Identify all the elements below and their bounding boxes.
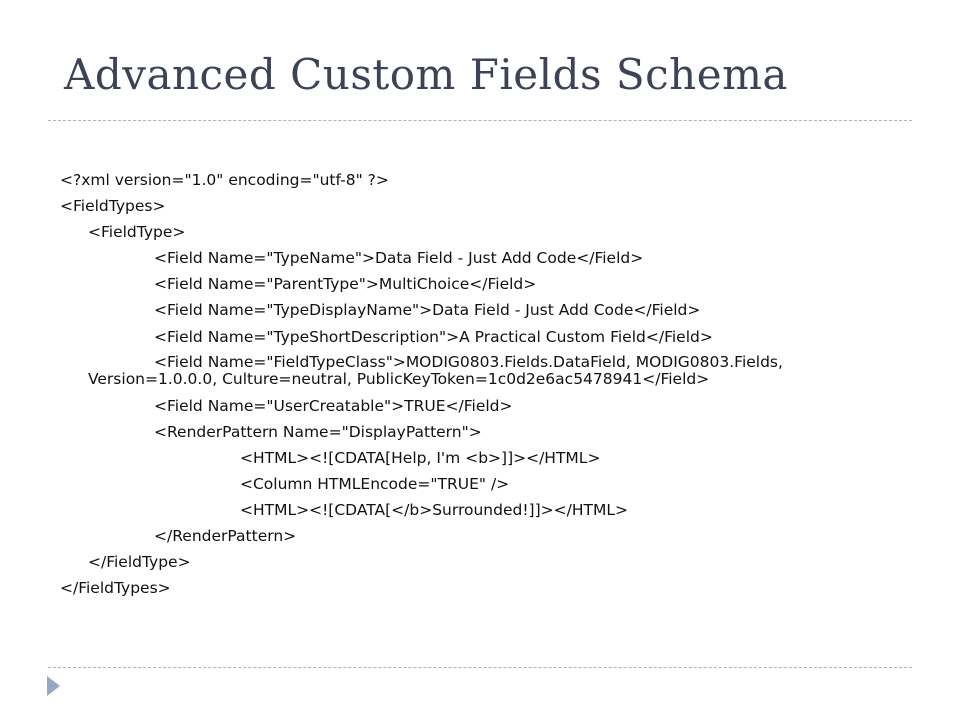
- code-line: <RenderPattern Name="DisplayPattern">: [60, 419, 910, 445]
- field-close-tag: </Field>: [645, 327, 713, 346]
- code-line: <Field Name="TypeDisplayName">Data Field…: [60, 297, 910, 323]
- field-value: Data Field - Just Add Code: [374, 249, 577, 268]
- code-line: <Field Name="UserCreatable">TRUE</Field>: [60, 393, 910, 419]
- field-close-tag: </Field>: [445, 396, 513, 415]
- code-text: </FieldType>: [88, 553, 191, 572]
- field-close-tag: </Field>: [469, 275, 537, 294]
- xml-code-block: <?xml version="1.0" encoding="utf-8" ?> <…: [60, 167, 910, 602]
- field-open-tag: <Field Name="TypeName">: [154, 249, 375, 268]
- code-text: <HTML><![CDATA[</b>Surrounded!]]></HTML>: [240, 501, 628, 520]
- code-line: <Field Name="TypeName">Data Field - Just…: [60, 245, 910, 271]
- code-text: <RenderPattern Name="DisplayPattern">: [154, 422, 482, 441]
- code-text: <FieldType>: [88, 223, 186, 242]
- code-line: </FieldTypes>: [60, 575, 910, 601]
- field-value: MODIG0803.Fields.DataField, MODIG0803.Fi…: [88, 353, 783, 389]
- code-text: <?xml version="1.0" encoding="utf-8" ?>: [60, 171, 389, 189]
- field-close-tag: </Field>: [642, 370, 710, 389]
- code-line: </RenderPattern>: [60, 523, 910, 549]
- triangle-right-icon[interactable]: [47, 676, 60, 696]
- field-close-tag: </Field>: [576, 249, 644, 268]
- field-value: Data Field - Just Add Code: [432, 301, 634, 320]
- code-line: <Field Name="FieldTypeClass">MODIG0803.F…: [60, 350, 910, 393]
- field-open-tag: <Field Name="TypeShortDescription">: [154, 327, 460, 346]
- code-line: <Field Name="ParentType">MultiChoice</Fi…: [60, 271, 910, 297]
- top-divider: [48, 120, 912, 121]
- field-open-tag: <Field Name="FieldTypeClass">: [154, 353, 406, 372]
- code-text: <FieldTypes>: [60, 197, 166, 216]
- code-line: <HTML><![CDATA[Help, I'm <b>]]></HTML>: [60, 445, 910, 471]
- field-value: MultiChoice: [378, 275, 470, 294]
- code-line: <?xml version="1.0" encoding="utf-8" ?>: [60, 167, 910, 193]
- code-line: </FieldType>: [60, 549, 910, 575]
- code-text: <HTML><![CDATA[Help, I'm <b>]]></HTML>: [240, 448, 601, 467]
- bottom-divider: [48, 667, 912, 668]
- code-line: <Column HTMLEncode="TRUE" />: [60, 471, 910, 497]
- field-open-tag: <Field Name="TypeDisplayName">: [154, 301, 433, 320]
- field-value: TRUE: [404, 396, 446, 415]
- code-text: </FieldTypes>: [60, 579, 171, 598]
- code-line: <HTML><![CDATA[</b>Surrounded!]]></HTML>: [60, 497, 910, 523]
- code-line: <Field Name="TypeShortDescription">A Pra…: [60, 324, 910, 350]
- field-open-tag: <Field Name="ParentType">: [154, 275, 379, 294]
- code-line: <FieldTypes>: [60, 193, 910, 219]
- field-value: A Practical Custom Field: [459, 327, 646, 346]
- code-text: </RenderPattern>: [154, 527, 297, 546]
- slide-title: Advanced Custom Fields Schema: [64, 50, 788, 99]
- field-open-tag: <Field Name="UserCreatable">: [154, 396, 405, 415]
- code-line: <FieldType>: [60, 219, 910, 245]
- field-close-tag: </Field>: [633, 301, 701, 320]
- code-text: <Column HTMLEncode="TRUE" />: [240, 475, 510, 494]
